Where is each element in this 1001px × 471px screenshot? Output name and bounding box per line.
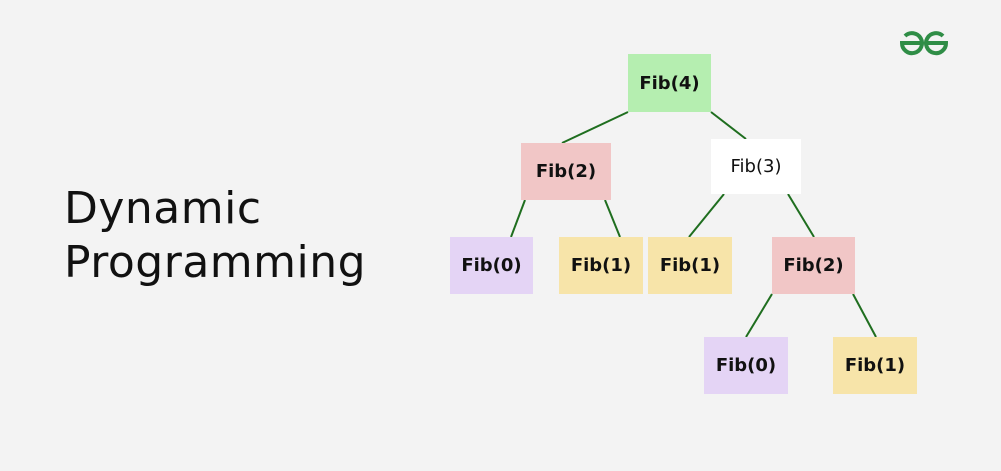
node-fib1-bottom: Fib(1) bbox=[833, 337, 917, 394]
node-fib2-right: Fib(2) bbox=[772, 237, 855, 294]
edge-fib4-fib2 bbox=[561, 111, 629, 144]
page-title: Dynamic Programming bbox=[64, 182, 366, 290]
node-fib0-left: Fib(0) bbox=[450, 237, 533, 294]
edge-fib2-fib0 bbox=[510, 199, 526, 238]
title-line-1: Dynamic bbox=[64, 183, 262, 234]
edge-fib4-fib3 bbox=[710, 111, 747, 140]
node-fib1-mid: Fib(1) bbox=[648, 237, 732, 294]
edge-fib2-fib0-bottom bbox=[745, 293, 773, 338]
node-fib0-bottom: Fib(0) bbox=[704, 337, 788, 394]
edge-fib2-fib1-bottom bbox=[852, 293, 877, 338]
edge-fib3-fib1 bbox=[688, 193, 725, 238]
node-fib1-left: Fib(1) bbox=[559, 237, 643, 294]
title-line-2: Programming bbox=[64, 237, 367, 288]
edge-fib3-fib2 bbox=[787, 193, 815, 238]
node-fib3: Fib(3) bbox=[711, 139, 801, 194]
node-fib2-left: Fib(2) bbox=[521, 143, 611, 200]
geeksforgeeks-logo-icon bbox=[899, 31, 949, 56]
node-fib4: Fib(4) bbox=[628, 54, 711, 112]
edge-fib2-fib1 bbox=[604, 199, 621, 238]
